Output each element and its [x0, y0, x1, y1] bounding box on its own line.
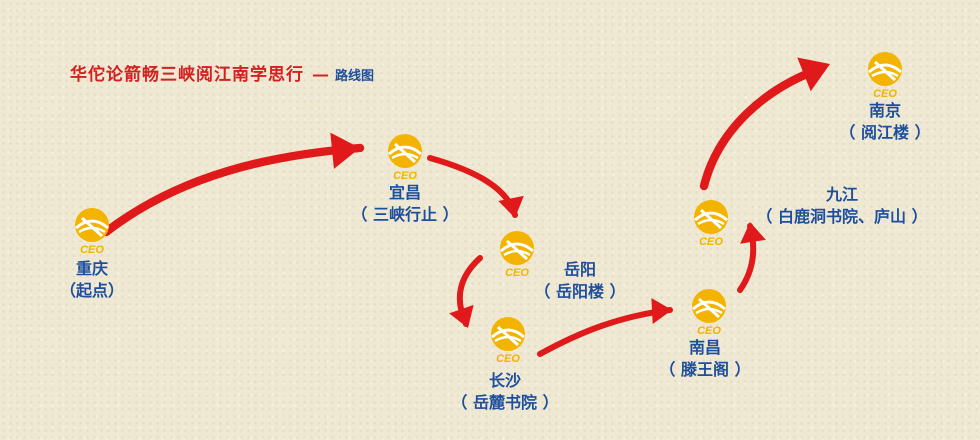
stop-label-changsha: 长沙 （ 岳麓书院 ） — [440, 370, 570, 414]
title-dash: — — [312, 65, 329, 85]
stop-name: 重庆 — [75, 259, 108, 278]
route-arrow-head — [651, 298, 672, 324]
ceo-logo-icon: CEO — [491, 227, 543, 279]
route-arrow-head — [740, 222, 766, 244]
svg-text:CEO: CEO — [80, 244, 104, 256]
route-arrow-head — [498, 195, 524, 218]
stop-label-nanjing: 南京 （ 阅江楼 ） — [830, 100, 940, 144]
stop-note: （ 岳麓书院 ） — [451, 393, 559, 412]
stop-label-jiujiang: 九江 （ 白鹿洞书院、庐山 ） — [742, 184, 942, 228]
svg-text:CEO: CEO — [505, 267, 529, 279]
ceo-logo-icon: CEO — [66, 204, 118, 256]
stop-name: 南京 — [868, 101, 901, 120]
route-arrow-head — [797, 57, 830, 92]
ceo-logo-icon: CEO — [859, 48, 911, 100]
ceo-logo-icon: CEO — [379, 130, 431, 182]
stop-label-yueyang: 岳阳 （ 岳阳楼 ） — [530, 259, 630, 303]
stop-label-chongqing: 重庆 （起点） — [52, 258, 132, 302]
stop-note: （起点） — [59, 281, 124, 300]
stop-note: （ 阅江楼 ） — [839, 123, 931, 142]
route-arrow-shaft — [101, 143, 365, 237]
stop-label-yichang: 宜昌 （ 三峡行止 ） — [340, 182, 470, 226]
stop-note: （ 白鹿洞书院、庐山 ） — [756, 207, 928, 226]
svg-text:CEO: CEO — [697, 325, 721, 337]
stop-name: 长沙 — [488, 371, 521, 390]
stop-name: 宜昌 — [388, 183, 421, 202]
stop-name: 岳阳 — [563, 260, 596, 279]
svg-text:CEO: CEO — [393, 170, 417, 182]
ceo-logo-icon: CEO — [482, 313, 534, 365]
stop-name: 九江 — [825, 185, 858, 204]
stop-note: （ 岳阳楼 ） — [534, 282, 626, 301]
svg-text:CEO: CEO — [873, 88, 897, 100]
title-main: 华佗论箭畅三峡阅江南学思行 — [70, 65, 304, 85]
route-arrow-shaft — [699, 63, 827, 191]
page-title: 华佗论箭畅三峡阅江南学思行 — 路线图 — [70, 60, 374, 85]
route-arrow-head — [449, 304, 474, 328]
title-subtitle: 路线图 — [335, 69, 375, 84]
stop-name: 南昌 — [688, 338, 721, 357]
stop-note: （ 三峡行止 ） — [351, 205, 459, 224]
ceo-logo-icon: CEO — [685, 196, 737, 248]
svg-text:CEO: CEO — [699, 236, 723, 248]
stop-note: （ 滕王阁 ） — [659, 360, 751, 379]
ceo-logo-icon: CEO — [683, 285, 735, 337]
stop-label-nanchang: 南昌 （ 滕王阁 ） — [650, 337, 760, 381]
svg-text:CEO: CEO — [496, 353, 520, 365]
route-arrow-head — [330, 132, 360, 169]
